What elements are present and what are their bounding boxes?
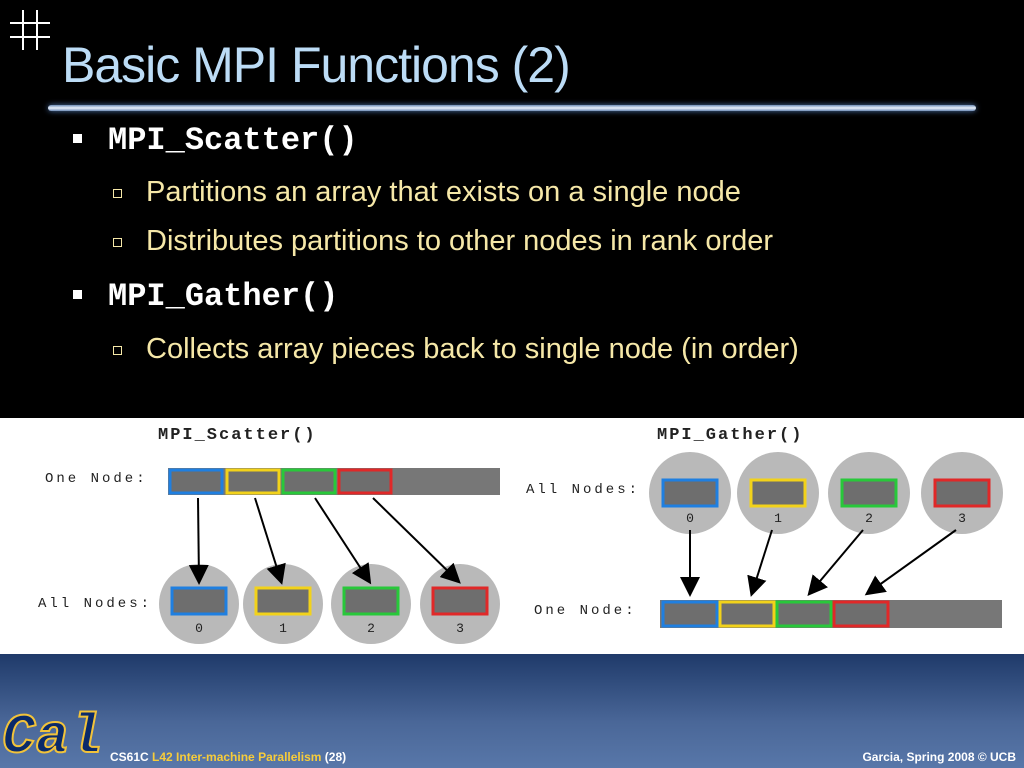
bullet-marker: [73, 290, 82, 299]
scatter-arrow: [372, 497, 461, 584]
gather-node-number: 3: [958, 511, 966, 526]
gather-node-cell-yellow: [749, 478, 807, 508]
scatter-cell-green: [281, 468, 337, 495]
sub-bullet-distributes: Distributes partitions to other nodes in…: [146, 225, 774, 257]
gather-cell-red: [832, 600, 890, 628]
scatter-cell-red: [337, 468, 393, 495]
slide-title: Basic MPI Functions (2): [62, 37, 571, 93]
scatter-node-number: 2: [367, 621, 375, 636]
bullet-marker: [73, 134, 82, 143]
scatter-node-cell-blue: [170, 586, 228, 616]
scatter-all-nodes-label: All Nodes:: [38, 596, 152, 612]
cal-logo: Cal: [1, 704, 100, 768]
gather-node-cell-green: [840, 478, 898, 508]
gather-one-node-label: One Node:: [534, 603, 637, 619]
gather-arrow: [864, 529, 957, 596]
scatter-arrow: [254, 497, 286, 585]
gather-node-cell-blue: [661, 478, 719, 508]
gather-cell-yellow: [718, 600, 776, 628]
sub-bullet-marker: [113, 346, 122, 355]
footer-band: [0, 654, 1024, 768]
scatter-node-number: 3: [456, 621, 464, 636]
footer-page-number: (28): [324, 750, 347, 764]
gather-cell-green: [775, 600, 833, 628]
gather-cell-blue: [661, 600, 719, 628]
gather-node-number: 0: [686, 511, 694, 526]
scatter-title: MPI_Scatter(): [158, 426, 317, 445]
scatter-cell-blue: [168, 468, 224, 495]
scatter-node-number: 1: [279, 621, 287, 636]
bullet-mpi-gather: MPI_Gather(): [108, 278, 339, 315]
sub-bullet-partitions: Partitions an array that exists on a sin…: [146, 176, 741, 208]
bullet-mpi-scatter: MPI_Scatter(): [108, 122, 358, 159]
gather-node-number: 1: [774, 511, 782, 526]
gather-arrow: [747, 529, 773, 597]
scatter-node-cell-red: [431, 586, 489, 616]
scatter-node-cell-yellow: [254, 586, 312, 616]
cal-logo-text: Cal: [2, 705, 100, 768]
gather-title: MPI_Gather(): [657, 426, 803, 445]
footer-course-code: CS61C: [110, 750, 149, 764]
footer-credit: Garcia, Spring 2008 © UCB: [862, 750, 1016, 764]
footer-lecture-title: L42 Inter-machine Parallelism: [152, 750, 322, 764]
scatter-arrow: [314, 497, 372, 585]
sub-bullet-collects: Collects array pieces back to single nod…: [146, 333, 799, 365]
footer-course: CS61C L42 Inter-machine Parallelism (28): [110, 750, 346, 764]
sub-bullet-marker: [113, 189, 122, 198]
gather-all-nodes-label: All Nodes:: [526, 482, 640, 498]
scatter-arrow: [188, 497, 209, 585]
scatter-node-number: 0: [195, 621, 203, 636]
gather-arrow: [807, 529, 864, 597]
grid-icon: [10, 10, 50, 50]
scatter-node-cell-green: [342, 586, 400, 616]
gather-node-number: 2: [865, 511, 873, 526]
sub-bullet-marker: [113, 238, 122, 247]
scatter-cell-yellow: [225, 468, 281, 495]
scatter-one-node-label: One Node:: [45, 471, 148, 487]
title-underline: [48, 105, 976, 111]
gather-node-cell-red: [933, 478, 991, 508]
